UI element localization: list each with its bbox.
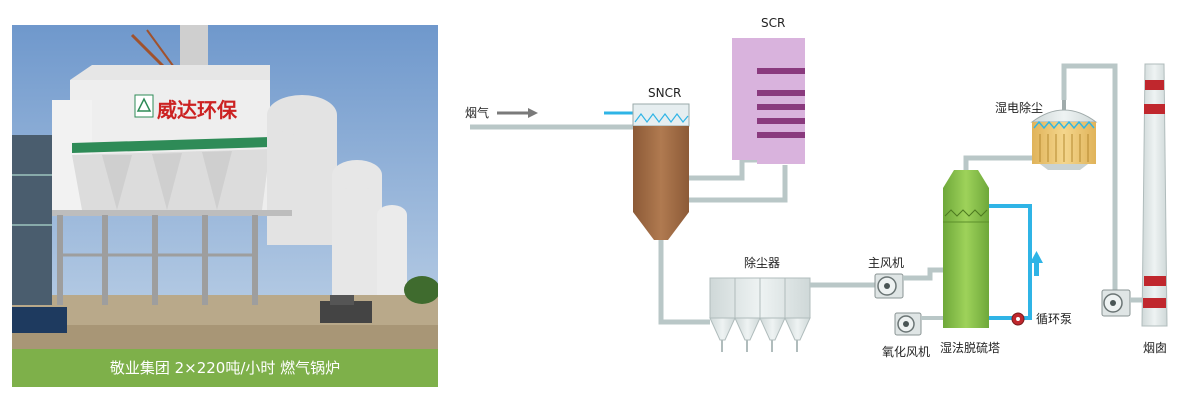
oxidation-fan-label: 氧化风机 [882, 345, 930, 359]
flue-gas-arrowhead [528, 108, 538, 118]
circulation-pump [1011, 312, 1025, 326]
wet-desulfurization-label: 湿法脱硫塔 [940, 340, 1000, 355]
wet-desulfurization-tower [943, 170, 989, 328]
scr-return-pipe [689, 165, 788, 203]
fan-to-tower-pipe [903, 267, 943, 281]
wet-esp [1030, 100, 1098, 170]
sncr-to-scr-pipe [689, 157, 757, 181]
circulation-up-arrow [1030, 251, 1043, 276]
circulation-pump-label: 循环泵 [1036, 312, 1072, 326]
scr-label: SCR [761, 16, 785, 30]
sign-text: 威达环保 [157, 98, 238, 122]
sncr-label: SNCR [648, 86, 681, 100]
tower-to-esp-pipe [963, 155, 1036, 170]
boiler-photo-illustration: 威达环保 [12, 25, 438, 387]
chimney-label: 烟囱 [1143, 341, 1167, 355]
flue-gas-label: 烟气 [465, 105, 489, 120]
boiler-photo: 威达环保 敬业集团 2×220吨/小时 燃气锅炉 [12, 25, 438, 387]
main-fan [874, 273, 904, 299]
sncr-to-dust-pipe [658, 240, 710, 325]
oxidation-fan [894, 312, 922, 336]
circulation-pipe [989, 204, 1032, 320]
photo-caption: 敬业集团 2×220吨/小时 燃气锅炉 [12, 349, 438, 387]
sncr-reactor [632, 103, 690, 240]
scr-reactor [732, 38, 805, 164]
chimney-fan [1101, 289, 1131, 317]
esp-to-chimney-pipe [1061, 63, 1118, 290]
dust-collector [709, 277, 811, 352]
wet-esp-label: 湿电除尘 [995, 100, 1043, 115]
dust-collector-label: 除尘器 [744, 255, 780, 270]
chimney [1141, 63, 1168, 327]
main-fan-label: 主风机 [868, 256, 904, 270]
process-flow-diagram: 烟气 SNCR SCR 除尘器 [465, 16, 1168, 359]
